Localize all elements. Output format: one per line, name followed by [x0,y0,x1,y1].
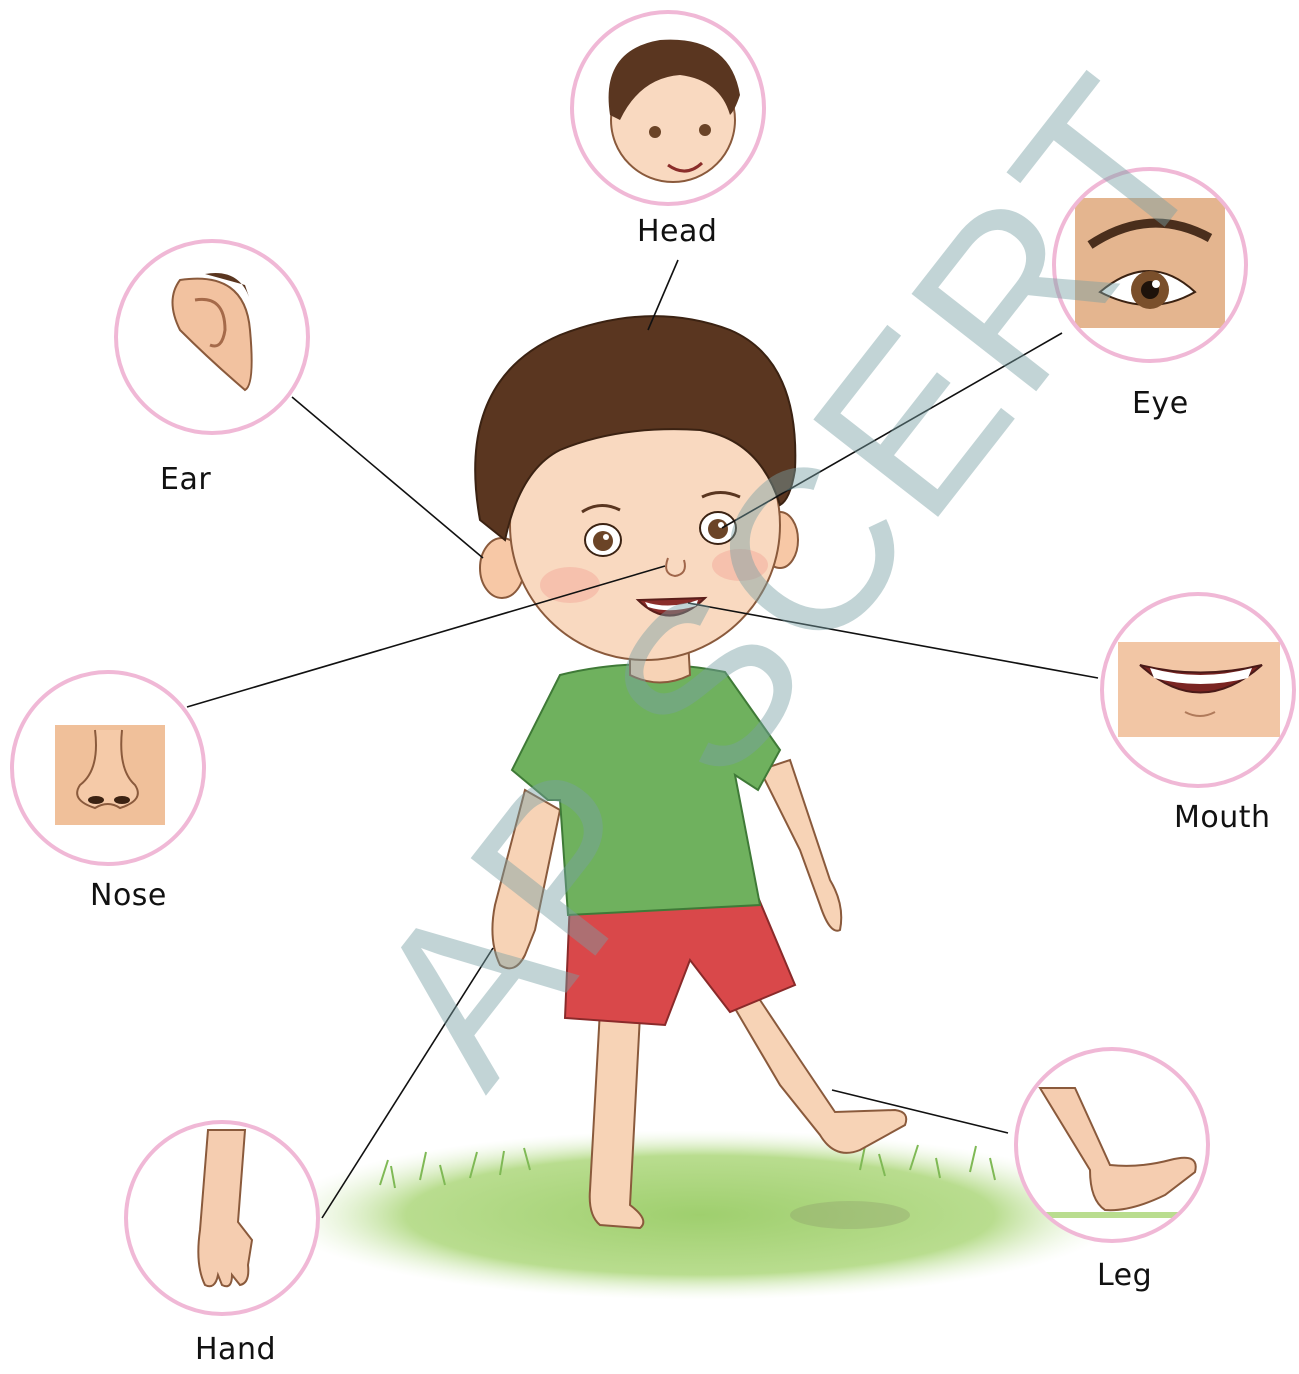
label-hand: Hand [195,1332,276,1367]
label-leg: Leg [1097,1258,1152,1293]
label-head: Head [637,214,717,249]
boy-figure [475,316,906,1228]
hand-circle [126,1122,318,1314]
label-ear: Ear [160,462,211,497]
leg-circle [1016,1049,1208,1241]
head-circle [572,12,764,204]
nose-circle [12,672,204,864]
label-nose: Nose [90,878,167,913]
eye-circle [1054,169,1246,361]
ear-circle [116,241,308,433]
mouth-circle [1102,594,1294,786]
label-mouth: Mouth [1174,800,1271,835]
grass-patch [280,1130,1120,1300]
label-eye: Eye [1132,386,1189,421]
